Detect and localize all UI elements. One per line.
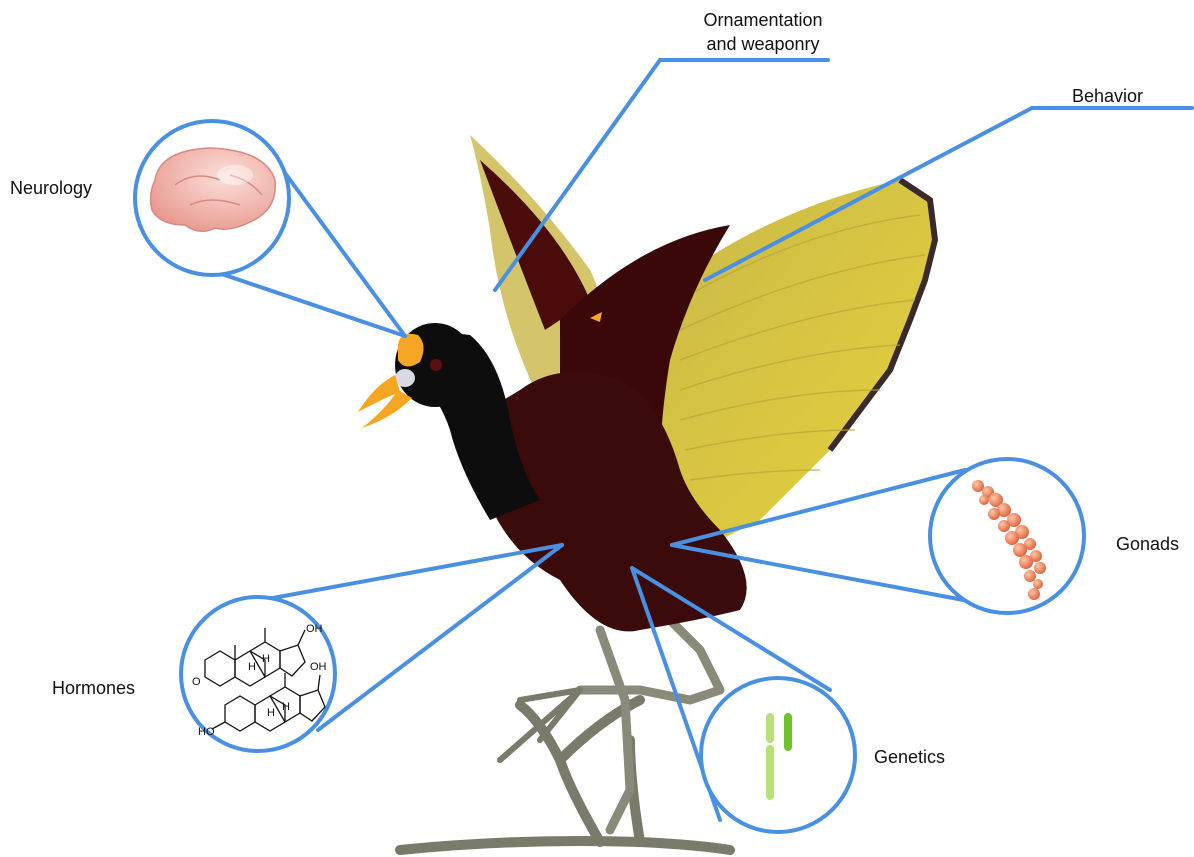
molecule-h-3: H [267, 707, 275, 719]
genetics-circle [701, 678, 855, 832]
bird-leg-left [600, 630, 630, 830]
bird-frontal-shield [398, 334, 424, 367]
molecule-h-2: H [262, 653, 270, 665]
label-behavior: Behavior [1072, 84, 1143, 108]
gonads-circle [930, 459, 1084, 613]
bird-eye [430, 359, 442, 371]
molecule-h-4: H [282, 701, 290, 713]
label-ornamentation-line1: Ornamentation [668, 8, 858, 32]
label-gonads: Gonads [1116, 532, 1179, 556]
molecule-ho-bottom: HO [198, 726, 215, 738]
molecule-oh-bottom: OH [310, 661, 327, 673]
branch [400, 700, 730, 850]
molecule-oh-top: OH [306, 623, 323, 635]
molecule-o-top: O [192, 676, 201, 688]
label-ornamentation-line2: and weaponry [668, 32, 858, 56]
label-genetics: Genetics [874, 745, 945, 769]
label-ornamentation: Ornamentation and weaponry [668, 8, 858, 56]
molecule-h-1: H [248, 661, 256, 673]
label-neurology: Neurology [10, 176, 92, 200]
neurology-circle [135, 121, 289, 275]
hormones-circle: OH O OH HO H H H H [181, 597, 335, 751]
label-hormones: Hormones [52, 676, 135, 700]
